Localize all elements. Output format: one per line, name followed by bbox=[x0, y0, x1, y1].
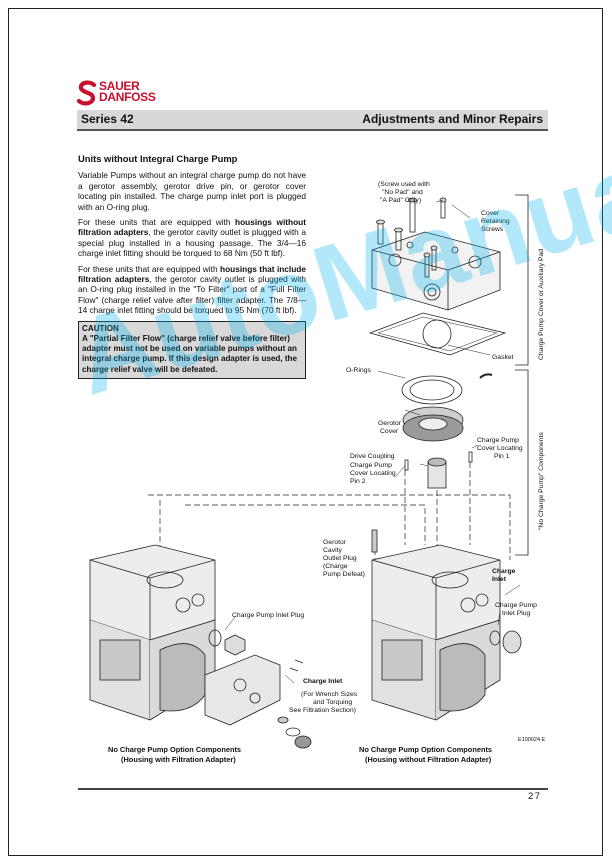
screw-note-line-2: "No Pad" and bbox=[382, 189, 423, 196]
wrench-note-line-3: See Filtration Section) bbox=[289, 707, 356, 714]
exploded-view-diagram: (Screw used with "No Pad" and "A Pad" On… bbox=[89, 181, 546, 764]
charge-inlet-right-line-1: Charge bbox=[492, 568, 516, 575]
paragraph-1: Variable Pumps without an integral charg… bbox=[78, 170, 306, 212]
upper-bracket bbox=[515, 194, 529, 366]
section-title: Adjustments and Minor Repairs bbox=[362, 112, 543, 126]
section-heading: Units without Integral Charge Pump bbox=[78, 153, 238, 164]
cover-screws bbox=[376, 197, 447, 278]
logo-line-2: DANFOSS bbox=[99, 90, 156, 104]
o-rings-label: O-Rings bbox=[346, 367, 372, 374]
cover-retaining-line-3: Screws bbox=[481, 226, 504, 233]
cp-locating-pin1-line-3: Pin 1 bbox=[494, 453, 510, 460]
gerotor-plug-line-5: Pump Defeat) bbox=[323, 571, 365, 578]
cp-inlet-plug-right-line-2: Inlet Plug bbox=[502, 610, 531, 617]
o-ring-small bbox=[479, 373, 493, 379]
caution-title: CAUTION bbox=[82, 323, 119, 333]
side-label-bottom: "No Charge Pump" Components bbox=[538, 432, 545, 530]
gerotor-plug-line-1: Gerotor bbox=[323, 539, 347, 546]
paragraph-3-text-c: , the gerotor cavity outlet is plugged w… bbox=[78, 274, 306, 316]
cp-locating-pin2-line-3: Pin 2 bbox=[350, 478, 366, 485]
gerotor-cover-line-1: Gerotor bbox=[378, 420, 402, 427]
paragraph-2-bold: housings without filtration adapters bbox=[78, 217, 306, 238]
gerotor-plug bbox=[371, 529, 378, 553]
page-number: 27 bbox=[528, 791, 542, 802]
gerotor-plug-line-4: (Charge bbox=[323, 563, 348, 570]
wrench-note-line-2: and Torquing bbox=[313, 699, 352, 706]
gasket-label: Gasket bbox=[492, 354, 514, 361]
footer-rule bbox=[78, 788, 548, 790]
series-title: Series 42 bbox=[81, 112, 134, 126]
paragraph-3-bold: housings that include filtration adapter… bbox=[78, 263, 306, 285]
cover-retaining-line-2: Retaining bbox=[481, 218, 510, 225]
charge-inlet-left-label: Charge Inlet bbox=[303, 678, 343, 685]
gerotor-plug-line-2: Cavity bbox=[323, 547, 342, 554]
right-pump-housing bbox=[371, 544, 522, 721]
screw-note-line-1: (Screw used with bbox=[378, 181, 430, 188]
gerotor-plug-line-3: Outlet Plug bbox=[323, 555, 357, 562]
logo-s-icon bbox=[77, 80, 97, 106]
side-label-top: Charge Pump Cover or Auxiliary Pad bbox=[538, 249, 545, 360]
caption-right-line-1: No Charge Pump Option Components bbox=[359, 745, 492, 754]
caution-box: CAUTION A "Partial Filter Flow" (charge … bbox=[78, 320, 306, 379]
paragraph-2-text-a: For these units that are equipped with bbox=[78, 217, 236, 228]
paragraph-2: For these units that are equipped with h… bbox=[78, 217, 306, 259]
caption-right-line-2: (Housing without Filtration Adapter) bbox=[365, 755, 492, 764]
paragraph-3-text-a: For these units that are equipped with bbox=[78, 263, 220, 274]
cp-locating-pin2-line-2: Cover Locating bbox=[350, 470, 396, 477]
cp-inlet-plug-left-label: Charge Pump Inlet Plug bbox=[232, 612, 304, 619]
lower-bracket bbox=[515, 369, 529, 556]
logo-line-1: SAUER bbox=[99, 79, 140, 93]
paragraph-2-text-c: , the gerotor cavity outlet is plugged w… bbox=[78, 227, 306, 259]
paragraph-3: For these units that are equipped with h… bbox=[78, 264, 306, 316]
filter-adapter bbox=[204, 654, 281, 726]
sauer-danfoss-logo: SAUER DANFOSS bbox=[77, 80, 187, 110]
left-pump-housing bbox=[89, 544, 246, 721]
figure-id: E100024 E bbox=[518, 737, 546, 743]
caution-text: A "Partial Filter Flow" (charge relief v… bbox=[82, 333, 297, 374]
header-bar: Series 42 Adjustments and Minor Repairs bbox=[77, 110, 548, 131]
o-ring-large bbox=[401, 375, 463, 405]
gasket bbox=[368, 312, 507, 356]
body-text: Units without Integral Charge Pump Varia… bbox=[78, 153, 306, 379]
drive-coupling-label: Drive Coupling bbox=[350, 453, 395, 460]
cp-inlet-plug-right-line-1: Charge Pump bbox=[495, 602, 537, 609]
caption-left-line-1: No Charge Pump Option Components bbox=[108, 745, 241, 754]
cp-locating-pin1-line-1: Charge Pump bbox=[477, 437, 519, 444]
page-border bbox=[8, 8, 603, 856]
gerotor-cover-line-2: Cover bbox=[380, 428, 399, 435]
screw-note-line-3: "A Pad" Only) bbox=[380, 197, 421, 204]
caption-left-line-2: (Housing with Filtration Adapter) bbox=[121, 755, 236, 764]
charge-inlet-right-line-2: Inlet bbox=[492, 576, 507, 583]
cover-plate bbox=[371, 231, 501, 311]
wrench-note-line-1: (For Wrench Sizes bbox=[301, 691, 358, 698]
cp-locating-pin2-line-1: Charge Pump bbox=[350, 462, 392, 469]
cp-locating-pin1-line-2: Cover Locating bbox=[477, 445, 523, 452]
cover-retaining-line-1: Cover bbox=[481, 210, 500, 217]
